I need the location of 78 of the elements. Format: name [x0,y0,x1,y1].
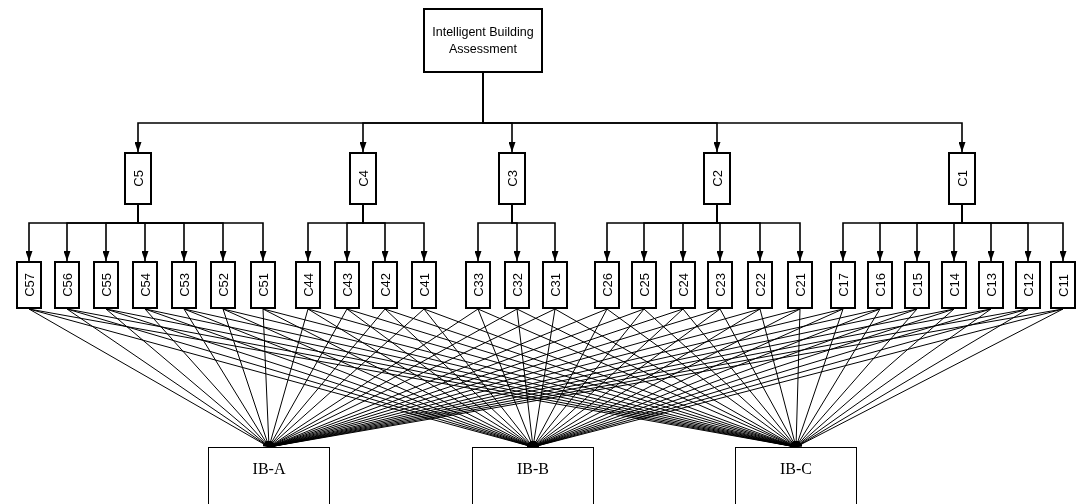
subcriterion-label: C23 [713,273,727,297]
subcriterion-label: C43 [340,273,354,297]
subcriterion-label: C24 [676,273,690,297]
subcriterion-box [670,261,696,309]
subcriterion-box [707,261,733,309]
criterion-label: C2 [710,170,724,187]
subcriterion-label: C11 [1056,273,1070,297]
subcriterion-box [830,261,856,309]
subcriterion-label: C55 [99,273,113,297]
criterion-box [498,152,526,205]
subcriterion-box [1050,261,1076,309]
subcriterion-label: C53 [177,273,191,297]
subcriterion-box [631,261,657,309]
alternative-label: IB-B [517,460,549,478]
arrow [511,204,559,262]
subcriterion-box [334,261,360,309]
subcriterion-label: C15 [910,273,924,297]
subcriterion-label: C17 [836,273,850,297]
alternative-box [735,447,857,504]
subcriterion-box [978,261,1004,309]
subcriterion-box [465,261,491,309]
subcriterion-label: C13 [984,273,998,297]
criterion-box [948,152,976,205]
alternative-box [472,447,594,504]
subcriterion-box [904,261,930,309]
subcriterion-label: C12 [1021,273,1035,297]
criterion-box [349,152,377,205]
arrow [362,204,428,262]
subcriterion-box [210,261,236,309]
connector-line [531,308,556,448]
subcriterion-box [1015,261,1041,309]
subcriterion-box [93,261,119,309]
subcriterion-label: C51 [256,273,270,297]
subcriterion-label: C32 [510,273,524,297]
subcriterion-label: C41 [417,273,431,297]
subcriterion-label: C22 [753,273,767,297]
subcriterion-label: C21 [793,273,807,297]
subcriterion-box [787,261,813,309]
subcriterion-box [171,261,197,309]
criterion-label: C4 [356,170,370,187]
subcriterion-box [542,261,568,309]
subcriterion-label: C25 [637,273,651,297]
subcriterion-box [867,261,893,309]
subcriterion-box [54,261,80,309]
subcriterion-label: C14 [947,273,961,297]
subcriterion-box [16,261,42,309]
alternative-label: IB-A [252,460,286,478]
subcriterion-label: C56 [60,273,74,297]
criterion-label: C3 [505,170,519,187]
subcriterion-label: C57 [22,273,36,297]
arrow [137,204,267,262]
subcriterion-box [132,261,158,309]
subcriterion-label: C33 [471,273,485,297]
subcriterion-box [504,261,530,309]
subcriterion-label: C16 [873,273,887,297]
goal-label: Intelligent Building Assessment [431,24,535,57]
criterion-box [124,152,152,205]
subcriterion-label: C52 [216,273,230,297]
alternative-label: IB-C [780,460,812,478]
arrow [716,204,804,262]
criterion-label: C5 [131,170,145,187]
alternative-box [208,447,330,504]
subcriterion-label: C54 [138,273,152,297]
subcriterion-label: C42 [378,273,392,297]
subcriterion-label: C31 [548,273,562,297]
subcriterion-box [411,261,437,309]
subcriterion-box [295,261,321,309]
goal-box [423,8,543,73]
criterion-label: C1 [955,170,969,187]
subcriterion-box [941,261,967,309]
subcriterion-box [372,261,398,309]
subcriterion-box [747,261,773,309]
subcriterion-box [250,261,276,309]
subcriterion-box [594,261,620,309]
criterion-box [703,152,731,205]
subcriterion-label: C44 [301,273,315,297]
subcriterion-label: C26 [600,273,614,297]
arrow [961,204,1067,262]
